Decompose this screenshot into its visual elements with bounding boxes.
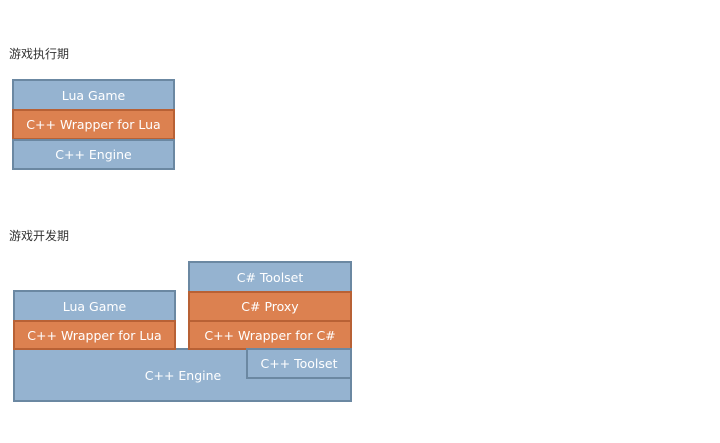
dev-cpp-engine-label: C++ Engine xyxy=(144,368,222,383)
dev-cpp-toolset-block: C++ Toolset xyxy=(246,348,352,379)
dev-lua-game-block: Lua Game xyxy=(13,290,176,322)
development-section-title: 游戏开发期 xyxy=(9,229,70,243)
dev-cs-toolset-block: C# Toolset xyxy=(188,261,352,293)
dev-cpp-wrapper-cs-block: C++ Wrapper for C# xyxy=(188,320,352,350)
runtime-lua-game-block: Lua Game xyxy=(12,79,175,111)
runtime-section-title: 游戏执行期 xyxy=(9,47,70,61)
dev-cs-proxy-block: C# Proxy xyxy=(188,291,352,322)
dev-cpp-wrapper-lua-block: C++ Wrapper for Lua xyxy=(13,320,176,350)
runtime-cpp-wrapper-lua-block: C++ Wrapper for Lua xyxy=(12,109,175,140)
runtime-cpp-engine-block: C++ Engine xyxy=(12,139,175,170)
